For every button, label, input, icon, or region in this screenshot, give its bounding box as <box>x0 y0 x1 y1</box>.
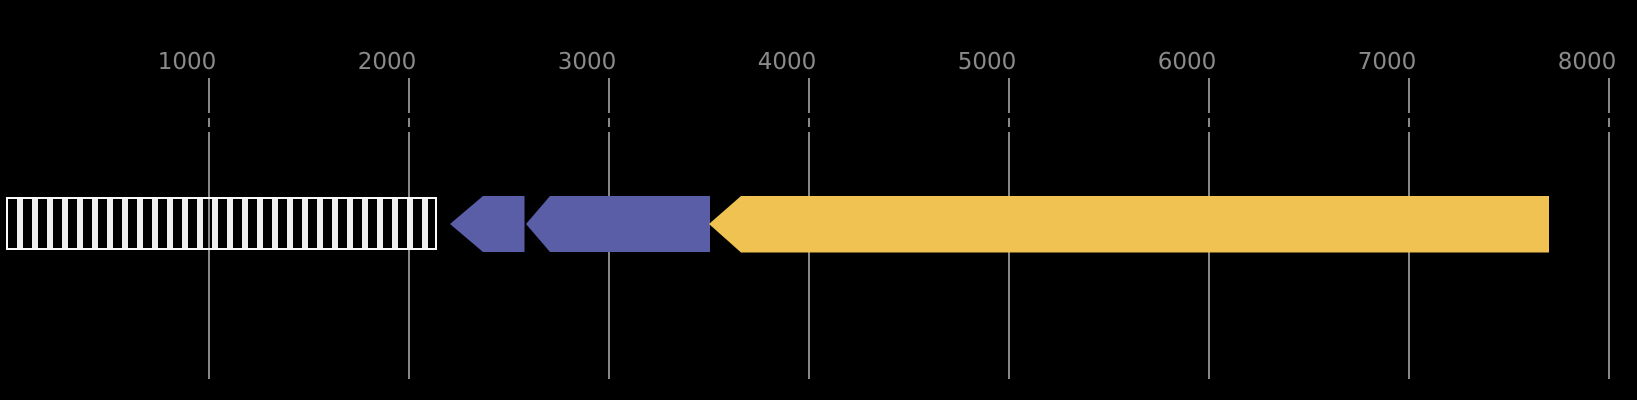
gene-arrow-yellow <box>709 196 1549 253</box>
tick-line-segment <box>1008 78 1010 113</box>
tick-line-1000 <box>208 78 210 379</box>
tick-line-segment <box>1608 141 1610 379</box>
tick-label-3000: 3000 <box>557 49 617 75</box>
tick-line-segment <box>808 141 810 379</box>
tick-line-segment <box>208 141 210 379</box>
tick-line-segment <box>1408 141 1410 379</box>
tick-line-segment <box>608 78 610 113</box>
tick-line-3000 <box>608 78 610 379</box>
tick-line-dashed-segment <box>808 113 810 141</box>
tick-label-6000: 6000 <box>1157 49 1217 75</box>
tick-line-segment <box>1608 78 1610 113</box>
tick-line-dashed-segment <box>1208 113 1210 141</box>
tick-label-7000: 7000 <box>1357 49 1417 75</box>
tick-line-dashed-segment <box>1408 113 1410 141</box>
tick-line-dashed-segment <box>1608 113 1610 141</box>
gene-arrow-purple-2 <box>526 196 710 252</box>
tick-line-segment <box>608 141 610 379</box>
hatched-region-feature <box>6 197 437 250</box>
tick-line-7000 <box>1408 78 1410 379</box>
tick-line-segment <box>1208 141 1210 379</box>
tick-line-segment <box>208 78 210 113</box>
tick-line-8000 <box>1608 78 1610 379</box>
tick-line-segment <box>408 78 410 113</box>
tick-label-2000: 2000 <box>357 49 417 75</box>
tick-line-segment <box>1008 141 1010 379</box>
tick-line-segment <box>808 78 810 113</box>
tick-label-8000: 8000 <box>1557 49 1617 75</box>
tick-line-segment <box>408 141 410 379</box>
tick-line-dashed-segment <box>608 113 610 141</box>
tick-label-1000: 1000 <box>157 49 217 75</box>
tick-line-4000 <box>808 78 810 379</box>
tick-line-2000 <box>408 78 410 379</box>
tick-line-5000 <box>1008 78 1010 379</box>
tick-line-dashed-segment <box>408 113 410 141</box>
tick-label-5000: 5000 <box>957 49 1017 75</box>
tick-line-segment <box>1408 78 1410 113</box>
gene-arrow-purple-1 <box>450 196 525 252</box>
tick-line-6000 <box>1208 78 1210 379</box>
tick-line-dashed-segment <box>1008 113 1010 141</box>
tick-line-segment <box>1208 78 1210 113</box>
tick-label-4000: 4000 <box>757 49 817 75</box>
tick-line-dashed-segment <box>208 113 210 141</box>
